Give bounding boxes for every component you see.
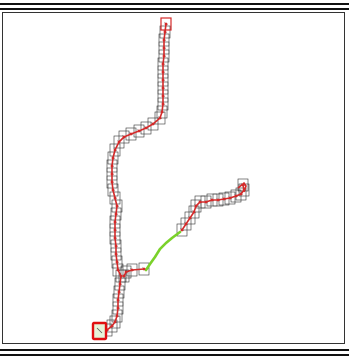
trace-point xyxy=(217,199,220,202)
trace-point xyxy=(116,261,119,264)
trace-point xyxy=(161,111,164,114)
trace-point xyxy=(118,291,121,294)
trace-point xyxy=(145,127,148,130)
trace-point xyxy=(223,198,226,201)
trace-point xyxy=(162,95,165,98)
markers xyxy=(93,18,246,339)
trace-point xyxy=(120,275,123,278)
trace-point xyxy=(112,157,115,160)
trace-point xyxy=(114,149,117,152)
trace-point xyxy=(193,211,196,214)
bottom-border-line xyxy=(0,349,349,351)
trace-point xyxy=(111,173,114,176)
trace-point xyxy=(114,221,117,224)
trace-point xyxy=(114,237,117,240)
trace-point xyxy=(117,307,120,310)
trace-point xyxy=(162,71,165,74)
trace-point xyxy=(211,199,214,202)
trace-point xyxy=(114,229,117,232)
trunk-trace xyxy=(101,24,166,331)
trace-point xyxy=(114,321,117,324)
trace-point xyxy=(138,130,141,133)
trace-point xyxy=(112,189,115,192)
trace-point xyxy=(162,63,165,66)
trace-point xyxy=(152,123,155,126)
trace-point xyxy=(162,87,165,90)
trace-point xyxy=(115,245,118,248)
trace-point xyxy=(162,79,165,82)
trace-point xyxy=(116,205,119,208)
trace-point xyxy=(117,299,120,302)
trace-point xyxy=(123,275,126,278)
green-link-trace xyxy=(146,232,180,270)
trace-point xyxy=(115,213,118,216)
trace-point xyxy=(165,23,168,26)
trace-point xyxy=(111,325,114,328)
trace-point xyxy=(119,283,122,286)
trace-point xyxy=(111,165,114,168)
trace-point xyxy=(130,133,133,136)
trace-point xyxy=(163,47,166,50)
trace-point xyxy=(163,55,166,58)
trace-point xyxy=(235,195,238,198)
trace-point xyxy=(123,136,126,139)
trace-point xyxy=(195,205,198,208)
trace-point xyxy=(229,197,232,200)
trace-point xyxy=(162,103,165,106)
trace-point xyxy=(118,141,121,144)
trace-point xyxy=(205,201,208,204)
trace-point xyxy=(164,31,167,34)
bottom-border-line-inner xyxy=(0,354,349,356)
trace-point xyxy=(111,181,114,184)
trace-point xyxy=(159,117,162,120)
trace-point xyxy=(131,269,134,272)
trace-point xyxy=(115,253,118,256)
trace-point xyxy=(163,39,166,42)
trace-point xyxy=(181,229,184,232)
trace-point xyxy=(117,269,120,272)
trace-point xyxy=(114,197,117,200)
trace-point xyxy=(189,217,192,220)
trace-point xyxy=(185,223,188,226)
trace-point xyxy=(240,193,243,196)
trace-point xyxy=(199,201,202,204)
trajectory-traces xyxy=(101,24,244,331)
trace-point xyxy=(116,315,119,318)
trace-point xyxy=(125,271,128,274)
trace-point xyxy=(143,268,146,271)
